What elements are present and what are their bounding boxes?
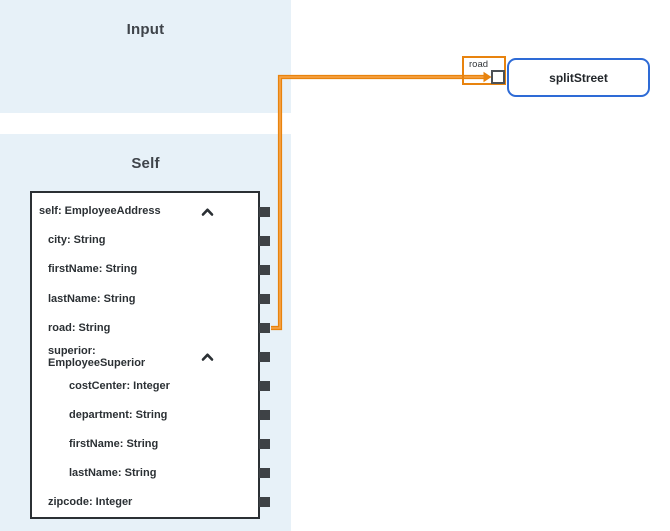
tree-row-label: city: String	[48, 234, 106, 247]
tree-row[interactable]: costCenter: Integer	[32, 372, 270, 401]
tree-row-label: department: String	[69, 408, 168, 421]
tree-row-label: superior: EmployeeSuperior	[48, 344, 146, 370]
collapse-chevron-icon[interactable]	[201, 207, 214, 216]
input-panel: Input	[0, 0, 291, 113]
tree-row-port[interactable]	[259, 352, 270, 363]
tree-row-label: road: String	[48, 321, 111, 334]
tree-row[interactable]: superior: EmployeeSuperior	[32, 342, 270, 371]
tree-row-label: firstName: String	[48, 263, 138, 276]
collapse-chevron-icon[interactable]	[201, 353, 214, 362]
tree-row[interactable]: firstName: String	[32, 430, 270, 459]
tree-row-port-connected[interactable]	[259, 322, 270, 333]
tree-row-port[interactable]	[259, 381, 270, 392]
tree-row-port[interactable]	[259, 497, 270, 508]
tree-row-port[interactable]	[259, 439, 270, 450]
tree-row-port[interactable]	[259, 235, 270, 246]
tree-row[interactable]: self: EmployeeAddress	[32, 197, 270, 226]
tree-row[interactable]: city: String	[32, 226, 270, 255]
tree-row[interactable]: road: String	[32, 313, 270, 342]
tree-row[interactable]: department: String	[32, 401, 270, 430]
tree-row-port[interactable]	[259, 468, 270, 479]
tree-row-port[interactable]	[259, 264, 270, 275]
tree-row-port[interactable]	[259, 206, 270, 217]
split-street-input-port[interactable]	[491, 70, 505, 84]
tree-row[interactable]: firstName: String	[32, 255, 270, 284]
connection-line-highlight	[271, 76, 485, 329]
tree-row-label: lastName: String	[69, 467, 157, 480]
tree-row[interactable]: lastName: String	[32, 284, 270, 313]
self-panel-title: Self	[131, 155, 160, 172]
tree-row-label: self: EmployeeAddress	[39, 205, 161, 218]
tree-row-port[interactable]	[259, 293, 270, 304]
tree-row-label: firstName: String	[69, 438, 159, 451]
tree-row-label: lastName: String	[48, 292, 136, 305]
tree-rows: self: EmployeeAddress city: String firstNa…	[32, 197, 270, 517]
tree-row-label: zipcode: Integer	[48, 496, 133, 509]
tree-row-port[interactable]	[259, 410, 270, 421]
input-panel-title: Input	[126, 21, 165, 38]
source-tree-box: self: EmployeeAddress city: String firstNa…	[30, 191, 270, 519]
split-street-node[interactable]: splitStreet	[507, 58, 650, 97]
input-port-label: road	[469, 59, 489, 70]
tree-row[interactable]: zipcode: Integer	[32, 488, 270, 517]
connection-line[interactable]	[271, 74, 485, 331]
split-street-node-label: splitStreet	[549, 70, 608, 85]
tree-row[interactable]: lastName: String	[32, 459, 270, 488]
tree-row-label: costCenter: Integer	[69, 379, 170, 392]
